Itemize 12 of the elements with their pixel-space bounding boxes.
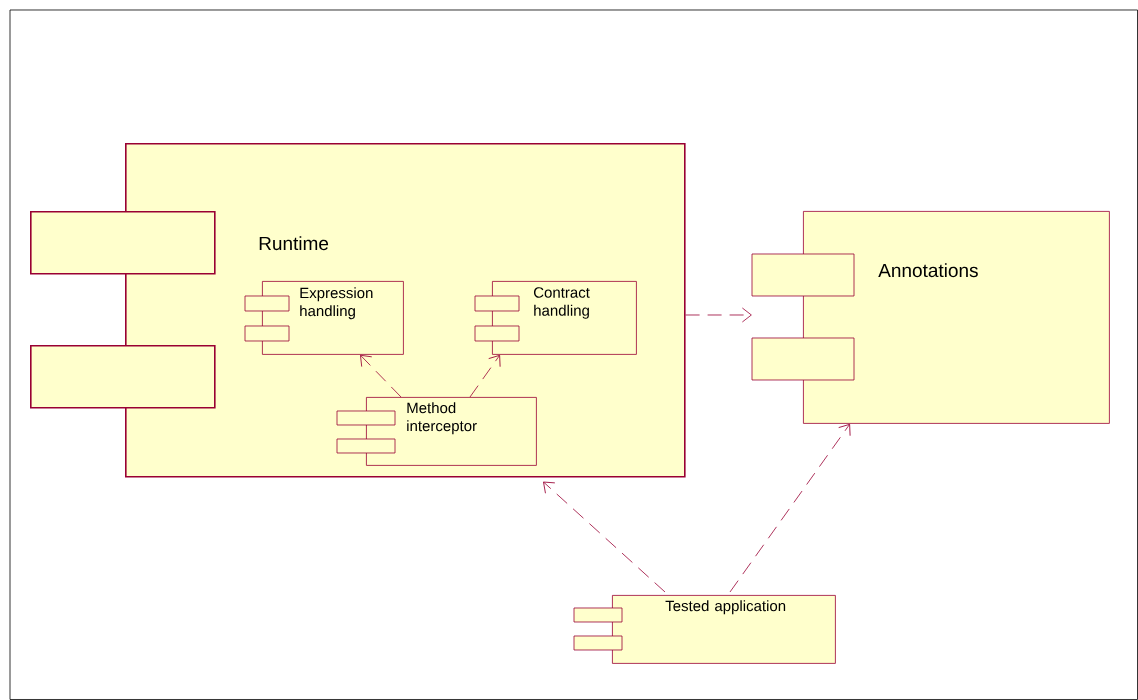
component-box: Tested application [573, 595, 836, 664]
component-box: Annotations [751, 211, 1110, 424]
component-tab [30, 211, 216, 275]
dependency-arrow [360, 354, 402, 398]
component-tab [30, 345, 216, 409]
component-box: Contract handling [474, 281, 637, 355]
component-box: Expression handling [244, 281, 404, 355]
component-box: Method interceptor [336, 397, 537, 466]
dependency-arrow [685, 307, 752, 323]
dependency-arrow [729, 423, 851, 593]
dependency-arrow [543, 481, 666, 593]
dependency-arrow [469, 354, 501, 398]
